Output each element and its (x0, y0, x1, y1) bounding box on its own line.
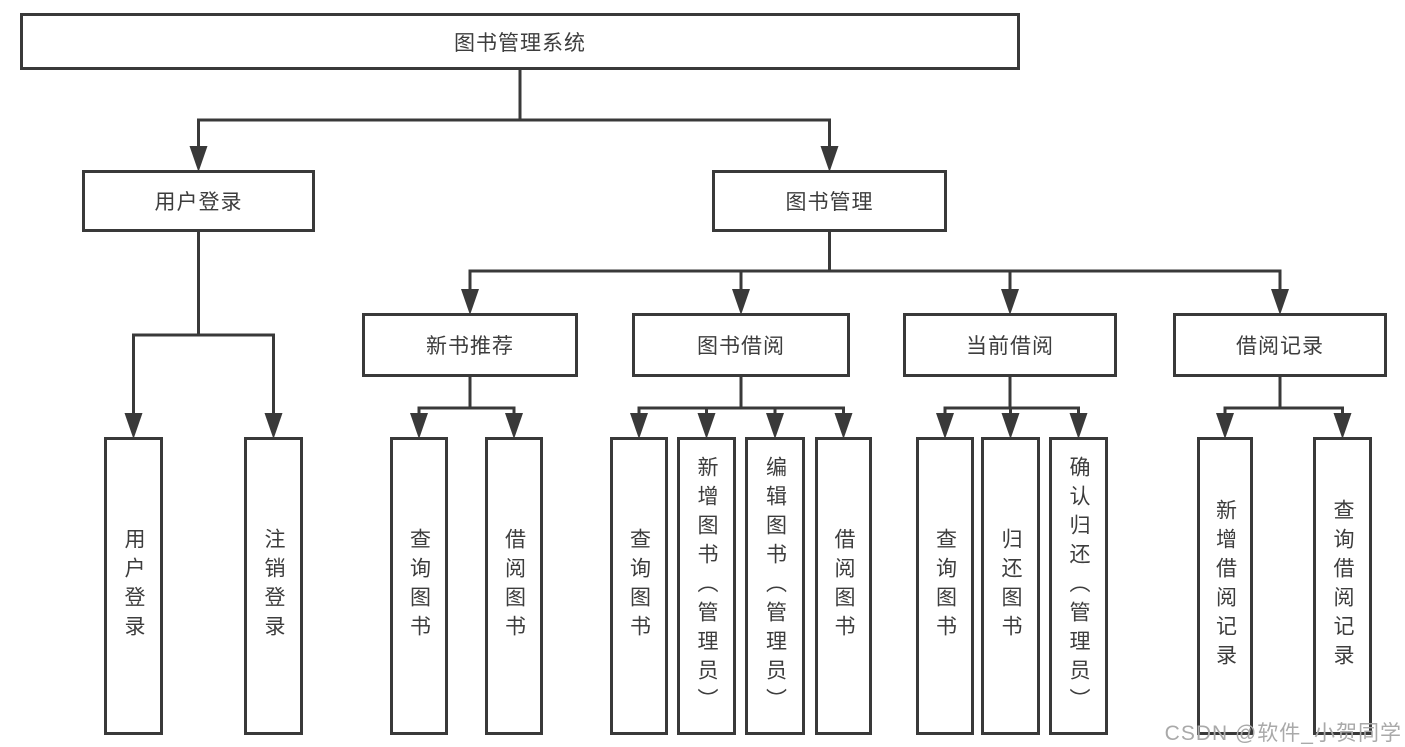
node-user-login: 用户登录 (82, 170, 315, 232)
node-label-bb-borrow-book: 借阅图书 (832, 528, 855, 644)
node-label-bb-edit-book: 编辑图书（管理员） (763, 455, 787, 717)
node-label-br-add-record: 新增借阅记录 (1213, 499, 1237, 673)
node-br-add-record: 新增借阅记录 (1197, 437, 1253, 735)
node-leaf-user-login: 用户登录 (104, 437, 163, 735)
node-label-br-query-record: 查询借阅记录 (1331, 499, 1354, 673)
node-book-mgmt: 图书管理 (712, 170, 947, 232)
node-bb-borrow-book: 借阅图书 (815, 437, 872, 735)
node-borrow-records: 借阅记录 (1173, 313, 1387, 377)
node-cb-query-book: 查询图书 (916, 437, 974, 735)
node-label-root: 图书管理系统 (454, 31, 586, 55)
csdn-watermark: CSDN @软件_小贺同学 (1164, 722, 1402, 745)
node-label-current-borrow: 当前借阅 (966, 335, 1054, 358)
node-label-leaf-user-login: 用户登录 (122, 528, 145, 644)
node-label-new-book-rec: 新书推荐 (426, 335, 514, 358)
node-label-bb-add-book: 新增图书（管理员） (695, 455, 718, 717)
node-cb-return-book: 归还图书 (981, 437, 1040, 735)
node-label-book-borrow: 图书借阅 (697, 335, 785, 358)
node-label-rec-borrow-book: 借阅图书 (502, 528, 526, 644)
node-current-borrow: 当前借阅 (903, 313, 1117, 377)
node-br-query-record: 查询借阅记录 (1313, 437, 1372, 735)
node-label-user-login: 用户登录 (154, 191, 243, 214)
node-label-rec-query-book: 查询图书 (407, 528, 431, 644)
node-root: 图书管理系统 (20, 13, 1020, 70)
node-label-leaf-logout: 注销登录 (262, 528, 285, 644)
node-label-cb-query-book: 查询图书 (933, 528, 957, 644)
node-bb-add-book: 新增图书（管理员） (677, 437, 736, 735)
node-new-book-rec: 新书推荐 (362, 313, 578, 377)
node-bb-query-book: 查询图书 (610, 437, 668, 735)
node-label-cb-confirm-return: 确认归还（管理员） (1067, 455, 1090, 717)
node-rec-query-book: 查询图书 (390, 437, 448, 735)
node-rec-borrow-book: 借阅图书 (485, 437, 543, 735)
node-label-bb-query-book: 查询图书 (627, 528, 651, 644)
node-leaf-logout: 注销登录 (244, 437, 303, 735)
node-label-book-mgmt: 图书管理 (785, 191, 874, 214)
node-label-cb-return-book: 归还图书 (999, 528, 1022, 644)
node-bb-edit-book: 编辑图书（管理员） (745, 437, 805, 735)
node-book-borrow: 图书借阅 (632, 313, 850, 377)
node-cb-confirm-return: 确认归还（管理员） (1049, 437, 1108, 735)
node-label-borrow-records: 借阅记录 (1236, 335, 1324, 358)
